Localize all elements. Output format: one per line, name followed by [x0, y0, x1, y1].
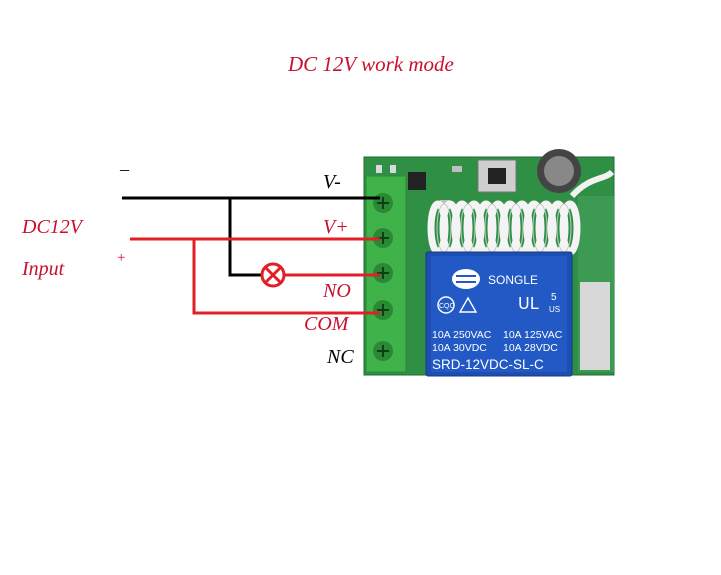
wire-lamp-return — [228, 198, 262, 277]
ul-mark-icon: ᑌᒪ — [518, 296, 539, 313]
terminal-screws — [373, 193, 393, 361]
terminal-label-nc: NC — [327, 346, 354, 368]
terminal-label-com: COM — [304, 313, 349, 335]
relay-cert-right: US — [549, 305, 560, 314]
wire-com — [192, 239, 380, 315]
relay-cert-left: CQC — [439, 303, 455, 310]
terminal-label-no: NO — [323, 280, 351, 302]
cqc-mark-icon — [437, 296, 455, 314]
warning-triangle-icon — [458, 296, 478, 313]
relay-rating-2-right: 10A 28VDC — [503, 342, 558, 354]
relay-rating-1-right: 10A 125VAC — [503, 329, 563, 341]
lamp-icon — [260, 262, 286, 288]
relay-cert-num: 5 — [551, 292, 557, 303]
terminal-label-v-minus: V- — [323, 171, 341, 193]
input-voltage-label: DC12V — [22, 216, 82, 238]
diagram-title: DC 12V work mode — [288, 52, 454, 76]
wires — [122, 196, 380, 315]
songle-logo-icon — [452, 269, 480, 289]
input-label: Input — [22, 258, 65, 280]
relay-brand: SONGLE — [488, 273, 538, 287]
relay-rating-2-left: 10A 30VDC — [432, 342, 487, 354]
relay-body: SONGLE CQC ᑌᒪ 5 US 10A 250VAC 10A 125VAC… — [425, 251, 573, 377]
terminal-label-v-plus: V+ — [323, 216, 349, 238]
relay-model: SRD-12VDC-SL-C — [432, 357, 544, 372]
relay-rating-1-left: 10A 250VAC — [432, 329, 492, 341]
minus-sign-label: – — [120, 159, 129, 179]
plus-sign-label: + — [116, 250, 127, 266]
terminal-block — [365, 175, 407, 373]
